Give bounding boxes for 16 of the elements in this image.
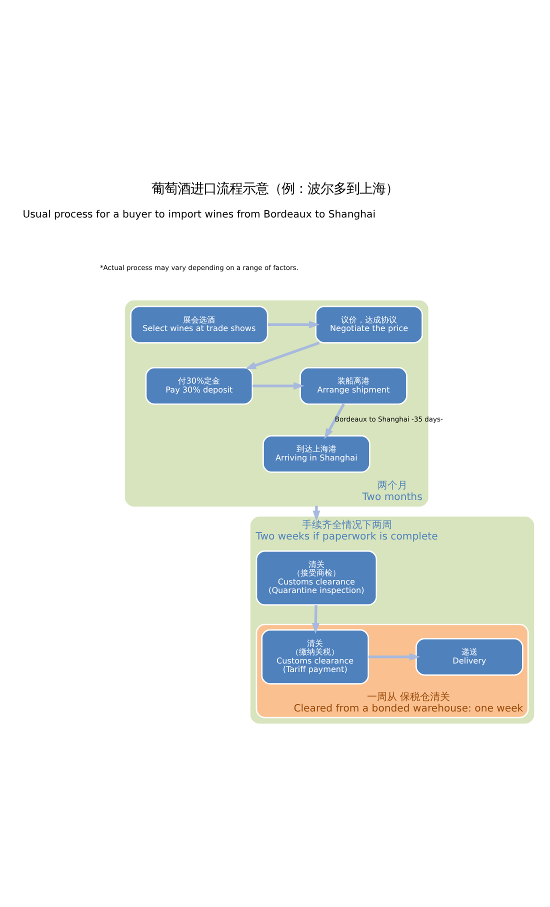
diagram-title: 葡萄酒进口流程示意（例：波尔多到上海） — [152, 180, 398, 197]
node-box: 议价，达成协议 Negotiate the price — [315, 305, 423, 343]
arrow — [368, 652, 420, 660]
label: Usual process for a buyer to import wines from Bordeaux to Shanghai — [22, 208, 376, 220]
node-box: 清关 （缴纳关税） Customs clearance (Tariff payment) — [261, 628, 370, 684]
node-box: 展会选酒 Select wines at trade shows — [130, 305, 268, 343]
arrow — [324, 402, 345, 439]
arrow — [268, 320, 320, 328]
arrow — [252, 382, 304, 390]
node-box: 清关 （接受商检） Customs clearance (Quarantine inspection) — [256, 550, 378, 606]
node-box: 装船离港 Arrange shipment — [300, 366, 408, 404]
node-box: 到达上海港 Arriving in Shanghai — [262, 434, 370, 472]
arrow — [245, 341, 320, 369]
node-box: 付30%定金 Pay 30% deposit — [145, 366, 254, 404]
arrow — [312, 604, 320, 634]
node-box: 递送 Delivery — [416, 638, 524, 676]
